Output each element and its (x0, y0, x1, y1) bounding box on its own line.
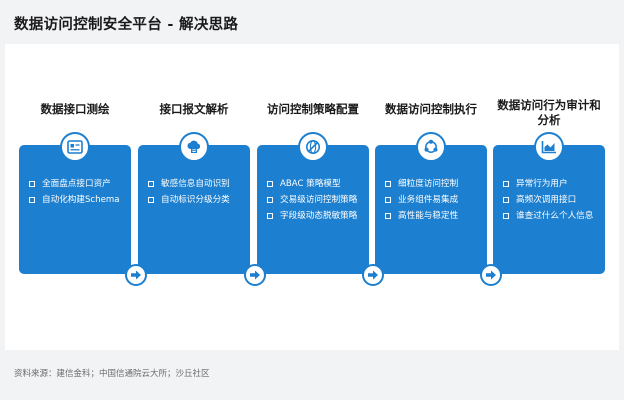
list-item: 高频次调用接口 (503, 195, 601, 206)
arrow-right-icon (125, 264, 147, 286)
list-item: 异常行为用户 (503, 179, 601, 190)
arrow-right-icon (244, 264, 266, 286)
list-item: 高性能与稳定性 (385, 211, 483, 222)
step-title: 数据访问行为审计和分析 (497, 98, 601, 127)
cloud-parse-icon (179, 132, 209, 162)
diagram-panel: 数据接口测绘 全面盘点接口资产 自动化构建Schema 接口报文解析 敏感信息自… (5, 44, 619, 350)
step-title: 数据接口测绘 (40, 102, 110, 116)
list-item: 自动标识分级分类 (148, 195, 246, 206)
list-item: 谁查过什么个人信息 (503, 211, 601, 222)
globe-link-icon (298, 132, 328, 162)
list-item: 业务组件易集成 (385, 195, 483, 206)
step-title: 数据访问控制执行 (385, 102, 477, 116)
list-item: 细粒度访问控制 (385, 179, 483, 190)
source-note: 资料来源：建信金科；中国信通院云大所；沙丘社区 (14, 369, 210, 379)
list-item: 字段级动态脱敏策略 (267, 211, 365, 222)
step-card: 异常行为用户 高频次调用接口 谁查过什么个人信息 (493, 145, 605, 274)
list-item: 敏感信息自动识别 (148, 179, 246, 190)
list-item: 自动化构建Schema (29, 195, 127, 206)
arrow-right-icon (362, 264, 384, 286)
step-card: 细粒度访问控制 业务组件易集成 高性能与稳定性 (375, 145, 487, 274)
list-item: 全面盘点接口资产 (29, 179, 127, 190)
api-card-icon (60, 132, 90, 162)
list-item: 交易级访问控制策略 (267, 195, 365, 206)
step-title: 接口报文解析 (159, 102, 229, 116)
arrow-right-icon (480, 264, 502, 286)
step-card: 敏感信息自动识别 自动标识分级分类 (138, 145, 250, 274)
list-item: ABAC 策略模型 (267, 179, 365, 190)
page-title: 数据访问控制安全平台 - 解决思路 (14, 17, 239, 33)
step-title: 访问控制策略配置 (267, 102, 359, 116)
cycle-execute-icon (416, 132, 446, 162)
step-card: 全面盘点接口资产 自动化构建Schema (19, 145, 131, 274)
step-card: ABAC 策略模型 交易级访问控制策略 字段级动态脱敏策略 (257, 145, 369, 274)
chart-audit-icon (534, 132, 564, 162)
